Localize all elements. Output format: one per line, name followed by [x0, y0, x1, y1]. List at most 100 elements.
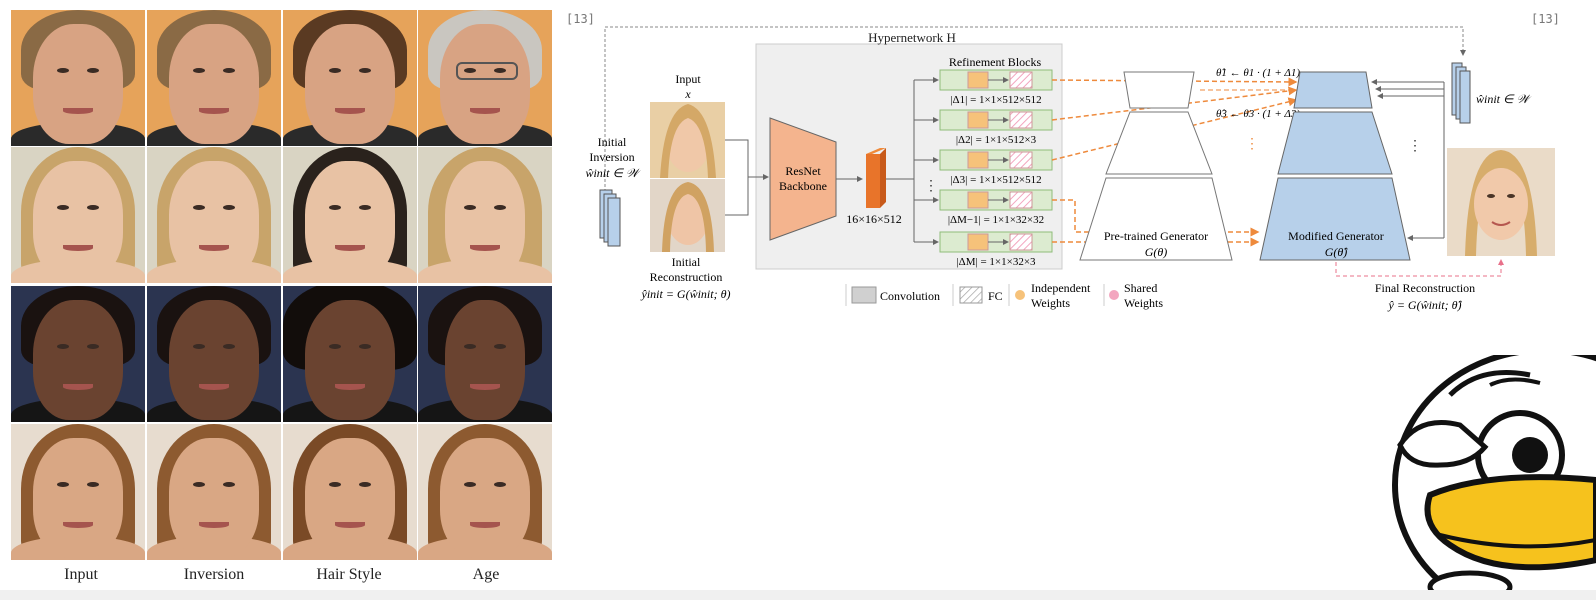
face	[445, 300, 525, 420]
mouth	[199, 384, 229, 390]
initial-inversion-label-2: Inversion	[589, 150, 634, 164]
eye	[359, 482, 371, 487]
face-image-r1-c4	[418, 10, 552, 146]
modified-generator	[1259, 71, 1411, 261]
latent-code-equation: ŵinit ∈ 𝒲	[1476, 92, 1532, 106]
eye	[464, 344, 476, 349]
face-image-r3-c2	[147, 286, 281, 422]
final-reconstruction-label: Final Reconstruction	[1375, 281, 1475, 295]
eye	[87, 482, 99, 487]
reference-mark-right: [13]	[1531, 12, 1560, 26]
initial-inversion-equation: ŵinit ∈ 𝒲	[585, 166, 641, 180]
final-reconstruction-arrow	[1335, 259, 1504, 277]
face-image-r1-c1	[11, 10, 145, 146]
final-reconstruction-equation: ŷ = G(ŵinit; θ̂)	[1388, 298, 1463, 312]
bottom-scrollbar-track	[0, 590, 1596, 600]
column-label-hair-style: Hair Style	[316, 566, 382, 583]
mouth	[470, 245, 500, 251]
face-image-r2-c3	[283, 147, 417, 283]
delta-size-label: |Δ2| = 1×1×512×3	[956, 134, 1037, 146]
mouth	[199, 245, 229, 251]
delta-size-label: |ΔM| = 1×1×32×3	[956, 256, 1036, 268]
eye	[223, 68, 235, 73]
face	[33, 300, 123, 420]
legend-fc-label: FC	[988, 289, 1003, 303]
face-image-r4-c4	[418, 424, 552, 560]
conv-layer	[967, 233, 989, 251]
eye	[329, 482, 341, 487]
mouth	[63, 245, 93, 251]
input-label: Input	[675, 72, 701, 86]
hyperstyle-architecture-diagram: Hypernetwork H Initial Inversion ŵinit ∈…	[585, 26, 1555, 312]
face-image-r4-c2	[147, 424, 281, 560]
face	[305, 300, 395, 420]
input-variable: x	[684, 87, 691, 101]
fc-layer	[1009, 71, 1033, 89]
mouth	[470, 522, 500, 528]
eye	[223, 482, 235, 487]
column-label-age: Age	[472, 566, 500, 583]
mouth	[199, 108, 229, 114]
face-image-r2-c1	[11, 147, 145, 283]
theta1-update-equation: θ̂1 ← θ1 · (1 + Δ1)	[1216, 67, 1300, 79]
pretrained-generator-label: Pre-trained Generator	[1104, 229, 1208, 243]
delta-size-label: |ΔM−1| = 1×1×32×32	[948, 214, 1044, 226]
initial-reconstruction-face-image	[650, 179, 725, 252]
face	[305, 161, 395, 281]
legend-independent-label-2: Weights	[1031, 296, 1070, 310]
right-ellipsis: ⋮	[1408, 139, 1422, 154]
resnet-backbone	[769, 117, 837, 241]
hypernetwork-title: Hypernetwork H	[868, 30, 956, 45]
initial-inversion-stack-icon	[599, 189, 621, 247]
eye	[193, 482, 205, 487]
mouth	[470, 108, 500, 114]
reference-mark-left: [13]	[566, 12, 595, 26]
legend: Convolution FC Independent Weights Share…	[845, 281, 1163, 310]
vertical-ellipsis: ⋮	[924, 179, 938, 194]
eye	[329, 205, 341, 210]
eye	[57, 205, 69, 210]
eye	[223, 344, 235, 349]
backbone-label-1: ResNet	[785, 164, 821, 178]
eye	[223, 205, 235, 210]
eye	[57, 68, 69, 73]
conv-layer	[967, 71, 989, 89]
face	[169, 300, 259, 420]
face	[169, 161, 259, 281]
eye	[494, 205, 506, 210]
mouth	[63, 384, 93, 390]
eye	[329, 68, 341, 73]
face	[33, 161, 123, 281]
fc-layer	[1009, 151, 1033, 169]
face	[169, 24, 259, 144]
pretrained-generator-equation: G(θ)	[1145, 245, 1168, 259]
mouth	[335, 108, 365, 114]
legend-convolution-label: Convolution	[880, 289, 940, 303]
face	[440, 24, 530, 144]
feature-map-block	[866, 148, 886, 208]
face-image-r1-c3	[283, 10, 417, 146]
face	[305, 438, 395, 558]
refinement-blocks-title: Refinement Blocks	[949, 55, 1042, 69]
legend-independent-swatch	[1015, 290, 1025, 300]
face-image-r4-c3	[283, 424, 417, 560]
face	[305, 24, 395, 144]
conv-layer	[967, 191, 989, 209]
conv-layer	[967, 151, 989, 169]
duck-sticker-image	[1392, 355, 1596, 600]
initial-reconstruction-label-1: Initial	[672, 255, 701, 269]
eye	[494, 68, 506, 73]
face	[440, 438, 530, 558]
legend-shared-label-1: Shared	[1124, 281, 1157, 295]
face-image-r1-c2	[147, 10, 281, 146]
mouth	[63, 108, 93, 114]
eye	[57, 482, 69, 487]
eye	[494, 482, 506, 487]
face	[445, 161, 525, 281]
initial-inversion-label-1: Initial	[598, 135, 627, 149]
eye	[87, 344, 99, 349]
eye	[359, 205, 371, 210]
face-image-r3-c4	[418, 286, 552, 422]
eye	[329, 344, 341, 349]
mouth	[63, 522, 93, 528]
